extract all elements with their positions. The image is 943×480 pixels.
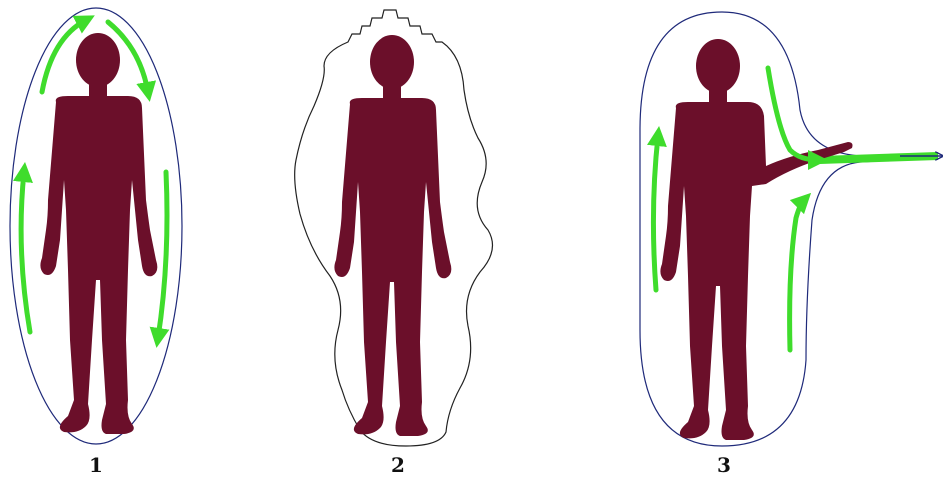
panel-1: 1 (10, 8, 182, 477)
panel-label-2: 2 (391, 453, 405, 477)
panel-label-1: 1 (89, 453, 103, 477)
human-silhouette (40, 33, 157, 434)
arrow-right-down (158, 172, 167, 338)
panel-2: 2 (295, 10, 493, 477)
arrow-left-up (653, 136, 658, 290)
panel-label-3: 3 (717, 453, 731, 477)
panel-3: 3 (640, 12, 942, 477)
human-silhouette (334, 35, 451, 436)
arrow-left-up (21, 172, 30, 332)
human-silhouette-reaching (660, 39, 852, 440)
energy-field-outline-stretched (640, 12, 930, 446)
arrow-right-down-to-beam (768, 68, 818, 160)
arrow-right-up-to-beam (790, 200, 804, 350)
